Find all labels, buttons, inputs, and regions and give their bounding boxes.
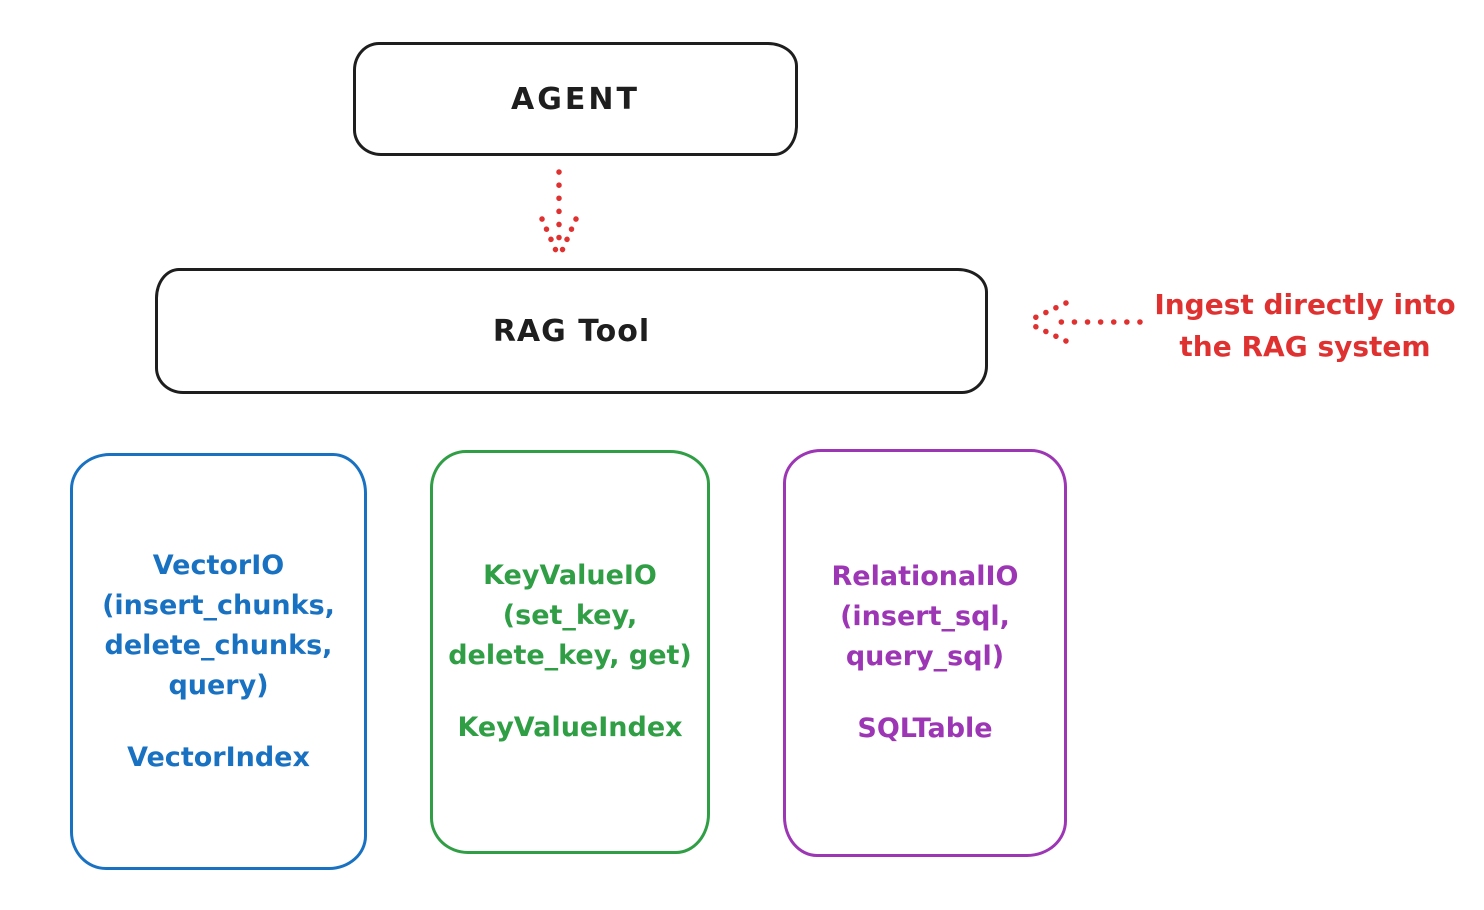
ingest-annotation-line1: Ingest directly into xyxy=(1154,288,1456,321)
keyvalue-io-line: KeyValueIO xyxy=(483,560,657,591)
vector-index-label: VectorIndex xyxy=(127,741,310,773)
rag-tool-label: RAG Tool xyxy=(492,313,651,349)
sql-table-label: SQLTable xyxy=(857,713,993,744)
ingest-annotation: Ingest directly into the RAG system xyxy=(1140,284,1470,368)
ingest-annotation-arrow xyxy=(1027,300,1143,344)
vector-io-line: (insert_chunks, xyxy=(102,589,335,621)
agent-node: AGENT xyxy=(353,42,798,156)
vector-io-node: VectorIO (insert_chunks, delete_chunks, … xyxy=(70,453,367,870)
agent-to-ragtool-arrow xyxy=(539,169,579,256)
agent-label: AGENT xyxy=(511,81,640,117)
relational-io-line: (insert_sql, xyxy=(840,601,1010,632)
rag-tool-node: RAG Tool xyxy=(155,268,988,394)
vector-io-line: VectorIO xyxy=(152,549,285,581)
keyvalue-index-label: KeyValueIndex xyxy=(457,712,683,743)
vector-io-line: delete_chunks, xyxy=(104,629,333,661)
relational-io-line: RelationalIO xyxy=(831,561,1019,592)
keyvalue-io-line: (set_key, xyxy=(502,600,638,631)
relational-io-line: query_sql) xyxy=(845,641,1005,672)
keyvalue-io-line: delete_key, get) xyxy=(448,640,692,671)
vector-io-line: query) xyxy=(168,669,269,701)
keyvalue-io-node: KeyValueIO (set_key, delete_key, get) Ke… xyxy=(430,450,710,854)
relational-io-node: RelationalIO (insert_sql, query_sql) SQL… xyxy=(783,449,1067,857)
ingest-annotation-line2: the RAG system xyxy=(1179,330,1431,363)
